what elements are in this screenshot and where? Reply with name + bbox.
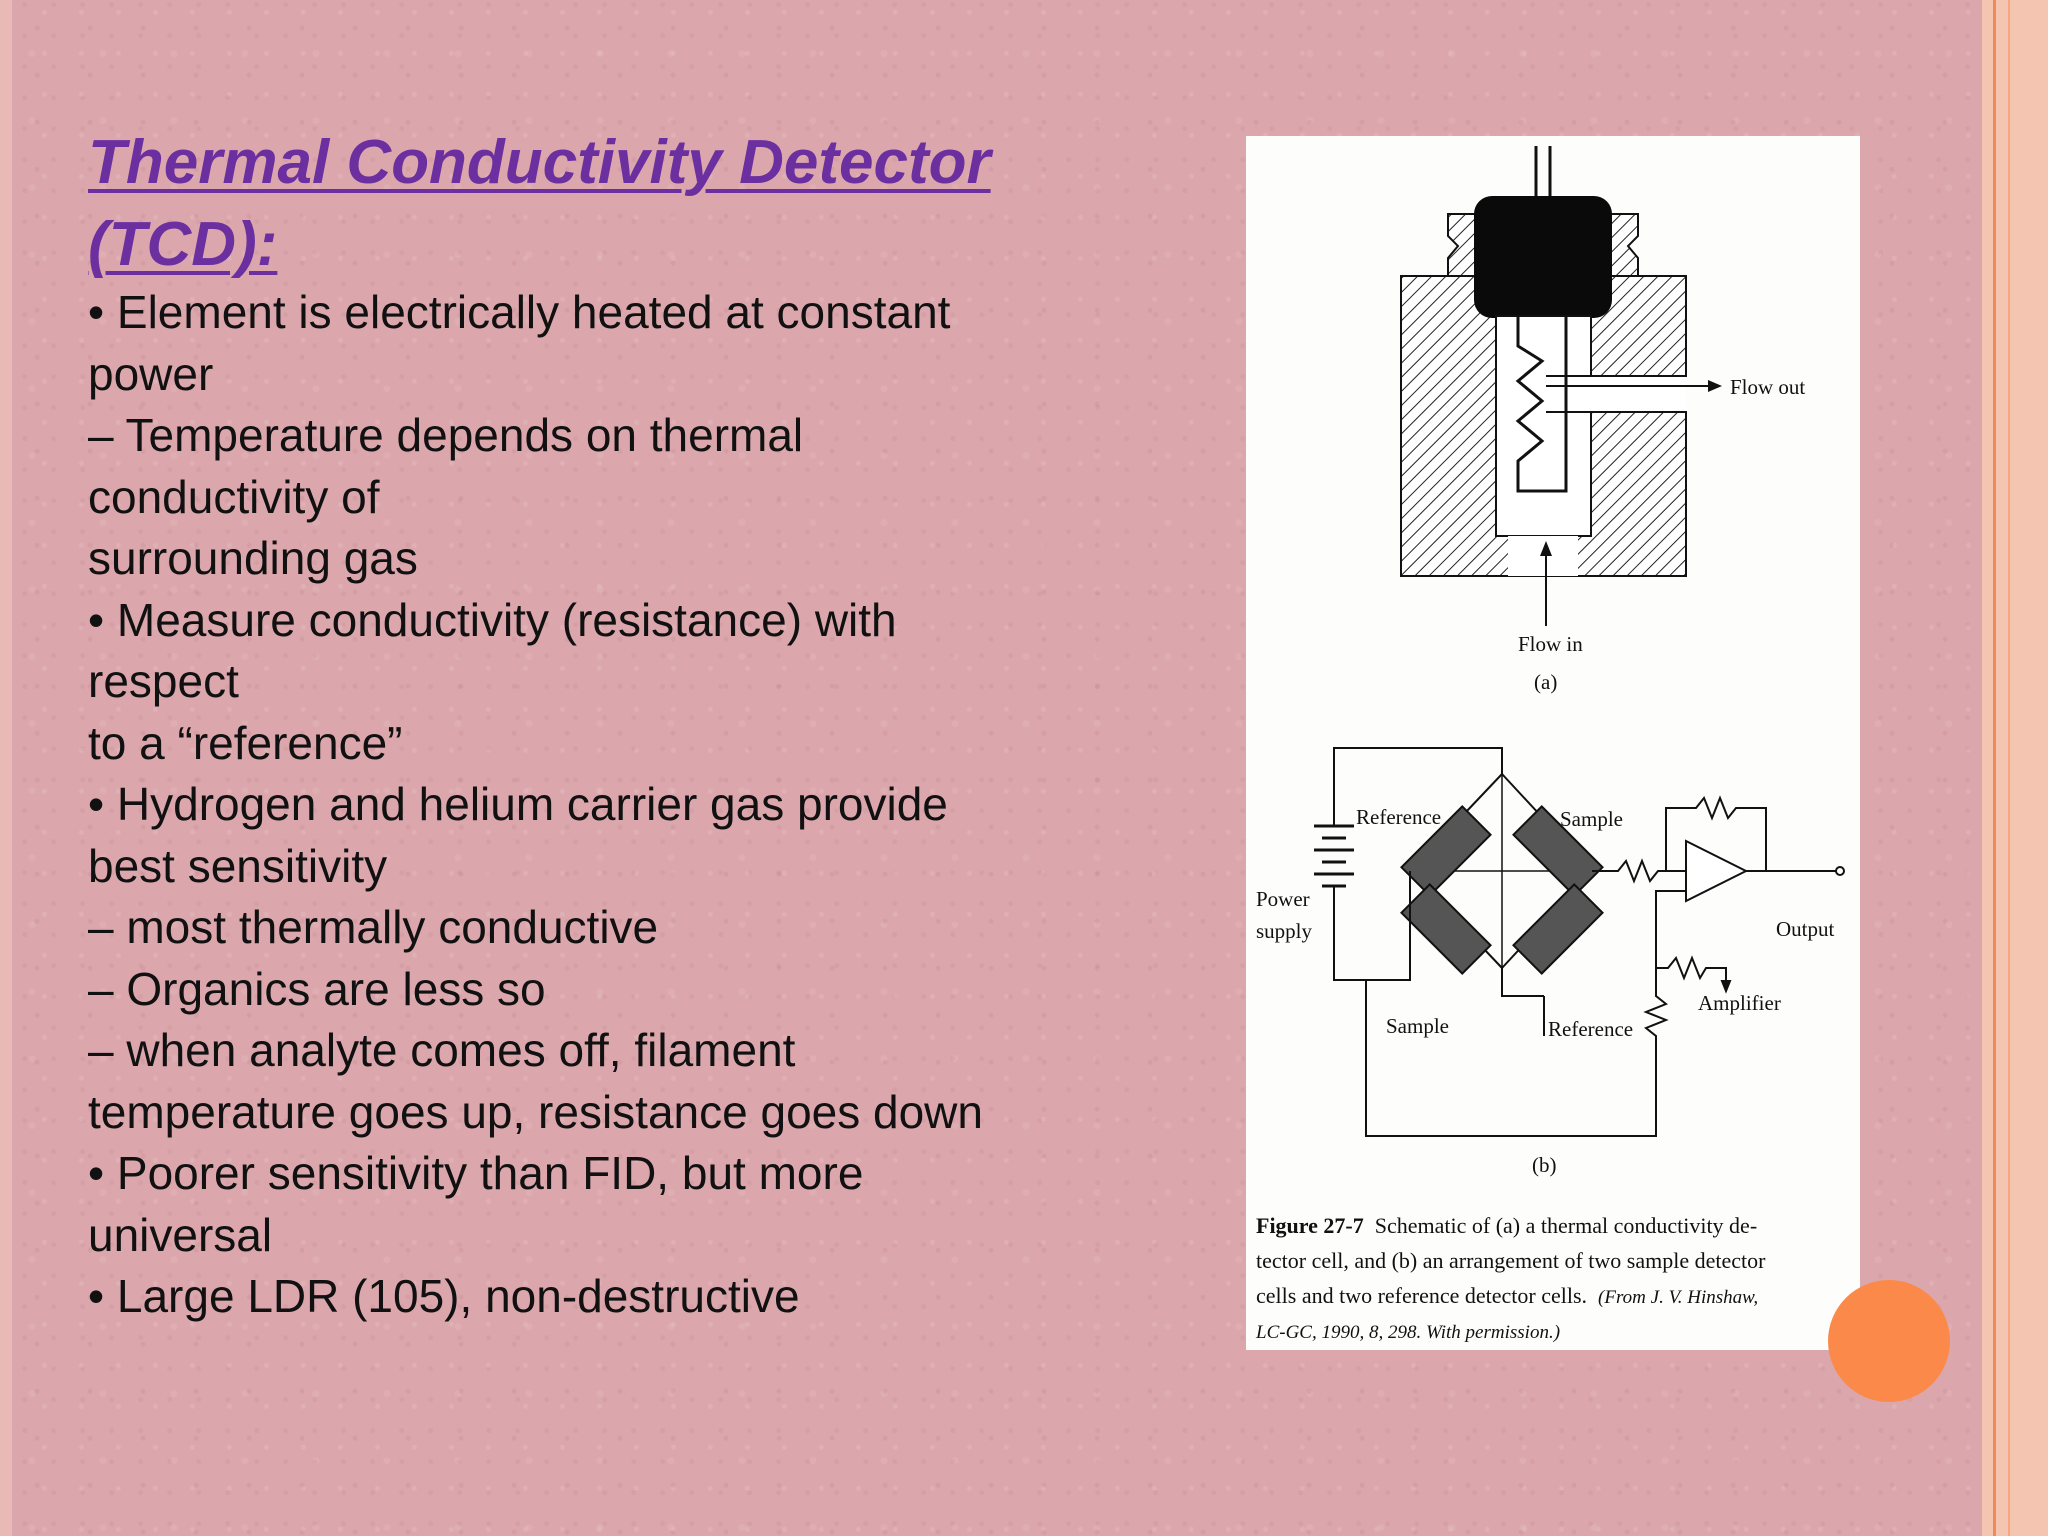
flow-in-label: Flow in: [1518, 632, 1583, 656]
slide-right-frame: [1982, 0, 2048, 1536]
slide-title-line-1: Thermal Conductivity Detector: [88, 128, 991, 197]
slide-body: • Element is electrically heated at cons…: [88, 282, 1208, 1328]
figure-number: Figure 27-7: [1256, 1213, 1364, 1238]
body-line: – most thermally conductive: [88, 901, 659, 953]
caption-line-3: cells and two reference detector cells.: [1256, 1283, 1588, 1308]
slide-title-line-2: (TCD):: [88, 210, 278, 279]
detector-cell-diagram: Flow out Flow in (a): [1400, 146, 1805, 694]
power-label: Power: [1256, 887, 1310, 911]
body-line: surrounding gas: [88, 532, 418, 584]
slide-right-frame-line: [1993, 0, 1996, 1536]
flow-out-label: Flow out: [1730, 375, 1805, 399]
tcd-figure: Flow out Flow in (a): [1246, 136, 1860, 1350]
output-label: Output: [1776, 917, 1835, 941]
caption-line-1: Schematic of (a) a thermal conductivity …: [1374, 1213, 1758, 1238]
body-line: • Measure conductivity (resistance) with: [88, 593, 897, 646]
body-line: universal: [88, 1208, 273, 1261]
body-line: best sensitivity: [88, 839, 388, 892]
tcd-schematic: Flow out Flow in (a): [1256, 146, 1845, 1177]
part-b-label: (b): [1532, 1153, 1557, 1177]
body-line: – when analyte comes off, filament: [88, 1024, 796, 1076]
bridge-circuit-diagram: [1314, 747, 1845, 1137]
reference-top-label: Reference: [1356, 805, 1441, 829]
reference-bottom-label: Reference: [1548, 1017, 1633, 1041]
part-a-label: (a): [1534, 670, 1557, 694]
body-line: • Hydrogen and helium carrier gas provid…: [88, 778, 948, 830]
sample-bottom-label: Sample: [1386, 1014, 1449, 1038]
figure-caption: Figure 27-7 Schematic of (a) a thermal c…: [1256, 1208, 1856, 1350]
body-line: respect: [88, 655, 239, 707]
body-line: conductivity of: [88, 470, 380, 523]
caption-line-4: LC-GC, 1990, 8, 298. With permission.): [1256, 1322, 1561, 1343]
slide-right-frame-line-inner: [2008, 0, 2010, 1536]
body-line: – Organics are less so: [88, 962, 546, 1015]
sample-top-label: Sample: [1560, 807, 1623, 831]
body-line: power: [88, 347, 214, 400]
body-line: – Temperature depends on thermal: [88, 409, 804, 461]
body-line: temperature goes up, resistance goes dow…: [88, 1085, 983, 1138]
slide-title: Thermal Conductivity Detector (TCD):: [88, 122, 1188, 286]
caption-credit: (From J. V. Hinshaw,: [1598, 1287, 1759, 1308]
body-line: • Poorer sensitivity than FID, but more: [88, 1147, 864, 1199]
supply-label: supply: [1256, 919, 1313, 943]
caption-line-2: tector cell, and (b) an arrangement of t…: [1256, 1248, 1766, 1273]
amplifier-label: Amplifier: [1698, 991, 1781, 1015]
body-line: • Element is electrically heated at cons…: [88, 286, 951, 338]
decorative-orange-circle: [1828, 1280, 1950, 1402]
body-line: • Large LDR (105), non-destructive: [88, 1270, 800, 1322]
slide-left-frame: [0, 0, 12, 1536]
body-line: to a “reference”: [88, 716, 403, 769]
